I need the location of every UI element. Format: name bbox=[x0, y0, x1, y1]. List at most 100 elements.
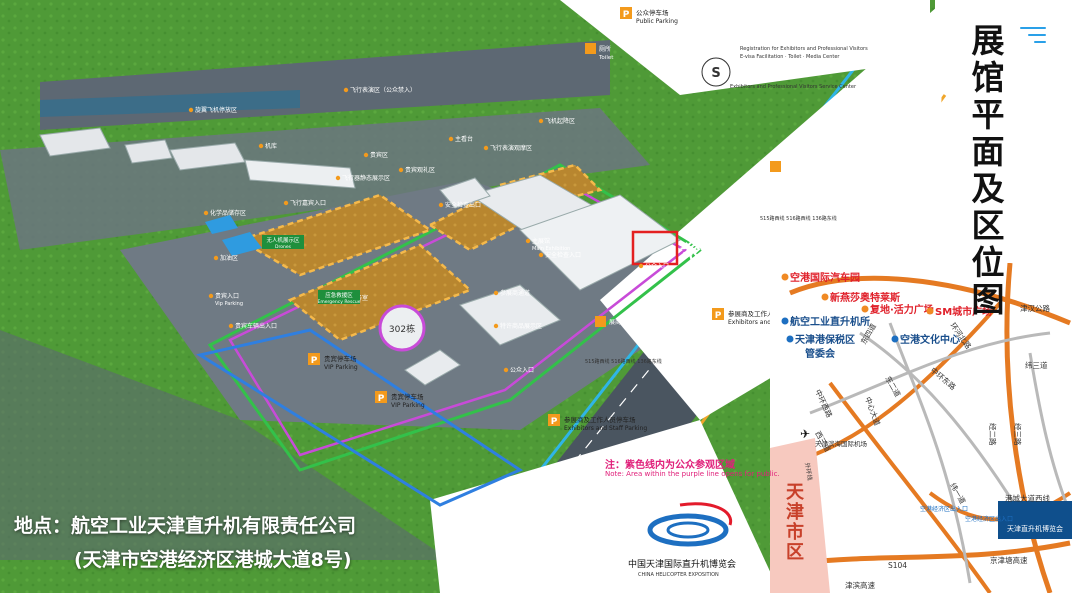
heli-parking-strip bbox=[40, 90, 300, 117]
page-title-char: 展 bbox=[971, 21, 1005, 60]
label-cn: 公众停车场 bbox=[636, 8, 669, 17]
marker-dot bbox=[448, 136, 454, 142]
label-cn: 贵宾区 bbox=[370, 151, 388, 159]
marker-dot bbox=[208, 293, 214, 299]
site-label-fuel-area: 加油区 bbox=[213, 254, 238, 262]
label-cn: 参展商及工作人员停车场 bbox=[564, 415, 636, 424]
road-label-wei3: 纬三道 bbox=[1025, 360, 1048, 370]
hall-302 bbox=[378, 304, 426, 352]
label-en: E-visa Facilitation · Toilet · Media Cen… bbox=[740, 54, 840, 60]
label-cn: 主展馆 bbox=[532, 237, 550, 245]
hall-d bbox=[439, 177, 491, 209]
marker-dot bbox=[188, 107, 194, 113]
site-label-exhibitors-channel: 参展商通道 bbox=[493, 289, 530, 297]
marker-dot bbox=[335, 175, 341, 181]
label-en: Vip Parking bbox=[215, 301, 243, 307]
logo-text-cn: 中国天津国际直升机博览会 bbox=[628, 560, 737, 570]
hangar-2 bbox=[124, 139, 173, 164]
location-pin-icon bbox=[821, 293, 829, 301]
site-label-bus-stop: 公交车站 bbox=[770, 161, 808, 172]
marker-dot bbox=[203, 210, 209, 216]
road-label-jinbin: 津滨高速 bbox=[845, 580, 875, 590]
page-title-char: 图 bbox=[971, 280, 1005, 319]
label-airport: 天津滨海国际机场 bbox=[815, 439, 868, 448]
label-cn: 化学品储存区 bbox=[210, 209, 246, 217]
marker-dot bbox=[228, 323, 234, 329]
zone-cn: 无人机展示区 bbox=[266, 236, 300, 244]
zone-emergency bbox=[287, 243, 473, 342]
site-label-flight-takeoff: 飞机起降区 bbox=[538, 117, 575, 125]
road-center bbox=[828, 381, 992, 593]
site-label-flight-zone-public: 飞行表演区（公众禁入） bbox=[343, 86, 416, 94]
location-pin-icon bbox=[891, 335, 899, 343]
poi-xinyan: 新燕莎奥特莱斯 bbox=[821, 291, 900, 304]
public-area-note-en: Note: Area within the purple line opens … bbox=[605, 470, 780, 478]
toilet-icon bbox=[585, 43, 596, 54]
label-cn: 厕所 bbox=[599, 45, 611, 53]
road-label-jingji: 京津塘高速 bbox=[990, 555, 1028, 565]
label-cn: 特许商品展示区 bbox=[500, 322, 542, 330]
poi-bonded: 天津港保税区 bbox=[786, 333, 855, 346]
water-tank bbox=[222, 232, 262, 256]
tianjin-city-label: 天 bbox=[786, 482, 805, 503]
label-cn: 机库 bbox=[265, 142, 277, 150]
zone-drones bbox=[236, 193, 433, 277]
water-tank-2 bbox=[205, 215, 238, 234]
marker-dot bbox=[538, 252, 544, 258]
page-title-char: 位 bbox=[971, 243, 1005, 282]
location-pin-icon bbox=[926, 307, 934, 315]
site-label-flight-display-area: 飞行器静态展示区 bbox=[335, 174, 390, 182]
road-label-s104: S104 bbox=[888, 561, 907, 570]
poi-label: 管委会 bbox=[805, 347, 835, 360]
expo-location-badge bbox=[998, 501, 1072, 539]
parking-icon bbox=[712, 308, 724, 320]
site-label-bus-lines: 515路西线 516路西线 136路东线 bbox=[760, 215, 837, 222]
hall-c bbox=[404, 349, 461, 386]
public-area-note: 注：紫色线内为公众参观区域 bbox=[605, 460, 735, 471]
poi-culture: 空港文化中心 bbox=[891, 333, 960, 346]
hangar-long bbox=[244, 159, 356, 189]
label-cn: 贵宾停车场 bbox=[324, 354, 357, 363]
road-grey-4 bbox=[1028, 352, 1072, 514]
hall-b bbox=[459, 284, 561, 346]
poi-heli-inst: 航空工业直升机所 bbox=[781, 315, 870, 328]
site-label-public-entrance-1: 公众入口 bbox=[638, 263, 669, 270]
site-label-chem-area: 化学品储存区 bbox=[203, 209, 246, 217]
tianjin-city-area bbox=[770, 438, 830, 593]
parking-icon-glyph: P bbox=[378, 394, 385, 404]
label-cn: Registration for Exhibitors and Professi… bbox=[740, 46, 868, 52]
label-cn: 旋翼飞机停放区 bbox=[195, 106, 237, 114]
tianjin-city-label: 区 bbox=[786, 542, 804, 563]
blue-boundary bbox=[196, 328, 524, 507]
airport-plane-icon: ✈ bbox=[800, 427, 810, 441]
marker-dot bbox=[493, 323, 499, 329]
parking-icon bbox=[620, 7, 632, 19]
site-label-vip-channel: 贵宾车辆出入口 bbox=[228, 322, 277, 330]
marker-dot bbox=[283, 200, 289, 206]
zone-sign bbox=[262, 235, 304, 249]
menu-icon[interactable] bbox=[1020, 27, 1046, 43]
label-cn: 飞行表演观摩区 bbox=[490, 144, 532, 152]
poi-label: 航空工业直升机所 bbox=[790, 315, 870, 328]
location-pin-icon bbox=[786, 335, 794, 343]
marker-dot bbox=[363, 152, 369, 158]
poi-label: 空港国际汽车园 bbox=[790, 271, 860, 284]
label-cn: 安全检查出口 bbox=[445, 201, 481, 209]
poi-label: SM城市广场 bbox=[935, 305, 992, 318]
lower-apron bbox=[0, 330, 450, 560]
poi-auto-park: 空港国际汽车园 bbox=[781, 271, 860, 284]
poi-label: 天津港保税区 bbox=[795, 333, 855, 346]
parking-icon bbox=[308, 353, 320, 365]
poi-sm: SM城市广场 bbox=[926, 305, 992, 318]
marker-dot bbox=[538, 118, 544, 124]
page-title-char: 平 bbox=[971, 95, 1005, 134]
road-jinhan bbox=[789, 275, 1071, 326]
tianjin-city-label: 津 bbox=[786, 501, 804, 523]
logo-text-en: CHINA HELICOPTER EXPOSITION bbox=[638, 572, 719, 578]
